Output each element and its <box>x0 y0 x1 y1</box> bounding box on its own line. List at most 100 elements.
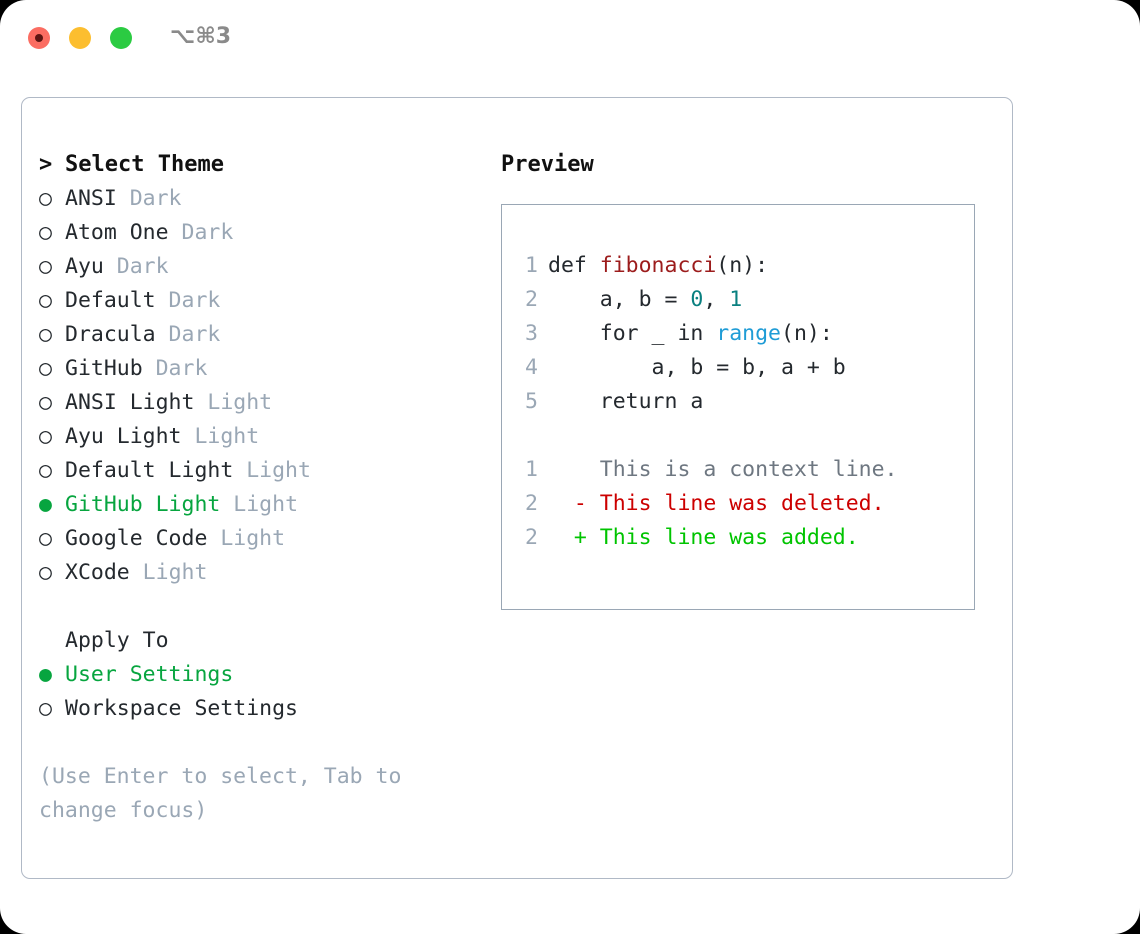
theme-name: XCode <box>65 560 130 585</box>
theme-variant-badge: Light <box>181 424 260 449</box>
theme-name: ANSI <box>65 186 117 211</box>
theme-variant-badge: Light <box>220 492 299 517</box>
theme-variant-badge: Light <box>207 526 286 551</box>
theme-picker-header: > Select Theme <box>39 148 499 182</box>
diff-text: - This line was deleted. <box>548 491 885 516</box>
radio-selected-icon: ● <box>39 492 52 517</box>
theme-name: GitHub <box>65 356 143 381</box>
diff-text: + This line was added. <box>548 525 859 550</box>
radio-unselected-icon: ○ <box>39 356 52 381</box>
code-line: 5 return a <box>516 385 974 419</box>
code-token: range <box>716 321 782 346</box>
theme-list-item[interactable]: ○ Ayu Light Light <box>39 420 499 454</box>
apply-to-label: Workspace Settings <box>65 696 298 721</box>
code-line: 4 a, b = b, a + b <box>516 351 974 385</box>
code-token: fibonacci <box>599 253 717 278</box>
main-panel: >Select Theme ○ANSI Dark○Atom One Dark○A… <box>21 97 1013 879</box>
code-line: 3 for _ in range(n): <box>516 317 974 351</box>
minimize-window-button[interactable] <box>69 27 91 49</box>
radio-unselected-icon: ○ <box>39 322 52 347</box>
spacer <box>39 590 499 624</box>
theme-list-item[interactable]: ○ Default Light Light <box>39 454 499 488</box>
theme-list-item[interactable]: ○ GitHub Dark <box>39 352 499 386</box>
radio-unselected-icon: ○ <box>39 526 52 551</box>
theme-variant-badge: Dark <box>116 186 182 211</box>
apply-to-option[interactable]: ○ Workspace Settings <box>39 692 499 726</box>
theme-variant-badge: Light <box>233 458 311 483</box>
title-bar: ⌥⌘3 <box>0 0 1140 76</box>
radio-unselected-icon: ○ <box>39 424 52 449</box>
preview-title: Preview <box>501 152 594 177</box>
window-controls <box>28 27 132 49</box>
theme-variant-badge: Dark <box>155 288 221 313</box>
code-token: return a <box>548 389 704 414</box>
diff-text: This is a context line. <box>548 457 898 482</box>
diff-line: 1 This is a context line. <box>516 453 974 487</box>
theme-list-item[interactable]: ○ ANSI Dark <box>39 182 499 216</box>
radio-unselected-icon: ○ <box>39 390 52 415</box>
theme-list-item[interactable]: ○Ayu Dark <box>39 250 499 284</box>
apply-to-label: User Settings <box>65 662 234 687</box>
code-token: 1 <box>729 287 743 312</box>
theme-list-item[interactable]: ○ANSI Light Light <box>39 386 499 420</box>
code-token: , <box>703 287 730 312</box>
theme-name: Default Light <box>65 458 234 483</box>
line-number: 3 <box>525 321 538 346</box>
apply-to-option[interactable]: ● User Settings <box>39 658 499 692</box>
theme-name: GitHub Light <box>65 492 221 517</box>
close-window-button[interactable] <box>28 27 50 49</box>
theme-variant-badge: Light <box>129 560 208 585</box>
theme-list: ○ANSI Dark○Atom One Dark○Ayu Dark○Defaul… <box>39 182 499 590</box>
line-number: 2 <box>525 287 538 312</box>
theme-variant-badge: Dark <box>168 220 234 245</box>
theme-list-item[interactable]: ○ XCode Light <box>39 556 499 590</box>
code-token: for _ in <box>548 321 717 346</box>
code-token: (n): <box>716 253 769 278</box>
code-token: a, b = b, a + b <box>548 355 846 380</box>
maximize-window-button[interactable] <box>110 27 132 49</box>
theme-picker-title: Select Theme <box>65 152 224 177</box>
radio-unselected-icon: ○ <box>39 696 52 721</box>
line-number: 2 <box>525 491 538 516</box>
radio-unselected-icon: ○ <box>39 186 52 211</box>
theme-list-item[interactable]: ○ Google Code Light <box>39 522 499 556</box>
code-token: (n): <box>781 321 833 346</box>
theme-list-item[interactable]: ○Atom One Dark <box>39 216 499 250</box>
prompt-caret-icon: > <box>39 152 53 177</box>
diff-line: 2 + This line was added. <box>516 521 974 555</box>
line-number: 1 <box>525 253 538 278</box>
theme-name: Dracula <box>65 322 156 347</box>
theme-name: Ayu Light <box>65 424 182 449</box>
theme-variant-badge: Dark <box>142 356 208 381</box>
code-token: def <box>548 253 600 278</box>
theme-variant-badge: Dark <box>103 254 169 279</box>
line-number: 1 <box>525 457 538 482</box>
theme-list-item[interactable]: ○Dracula Dark <box>39 318 499 352</box>
radio-unselected-icon: ○ <box>39 560 52 585</box>
code-token: 0 <box>690 287 704 312</box>
line-number: 4 <box>525 355 538 380</box>
theme-name: Default <box>65 288 156 313</box>
diff-line: 2 - This line was deleted. <box>516 487 974 521</box>
theme-list-item[interactable]: ○ Default Dark <box>39 284 499 318</box>
theme-list-item[interactable]: ● GitHub Light Light <box>39 488 499 522</box>
theme-variant-badge: Light <box>194 390 273 415</box>
theme-name: Google Code <box>65 526 208 551</box>
line-number: 2 <box>525 525 538 550</box>
radio-unselected-icon: ○ <box>39 288 52 313</box>
window-title-shortcut: ⌥⌘3 <box>170 24 232 49</box>
spacer <box>516 419 974 453</box>
radio-unselected-icon: ○ <box>39 220 52 245</box>
theme-picker-column: >Select Theme ○ANSI Dark○Atom One Dark○A… <box>39 148 499 828</box>
code-line: 1 def fibonacci(n): <box>516 249 974 283</box>
radio-unselected-icon: ○ <box>39 458 52 483</box>
apply-to-title: Apply To <box>65 628 169 653</box>
radio-selected-icon: ● <box>39 662 52 687</box>
diff-sample: 1 This is a context line.2 - This line w… <box>516 453 974 555</box>
keyboard-hint: (Use Enter to select, Tab to change focu… <box>39 764 402 823</box>
code-line: 2 a, b = 0, 1 <box>516 283 974 317</box>
